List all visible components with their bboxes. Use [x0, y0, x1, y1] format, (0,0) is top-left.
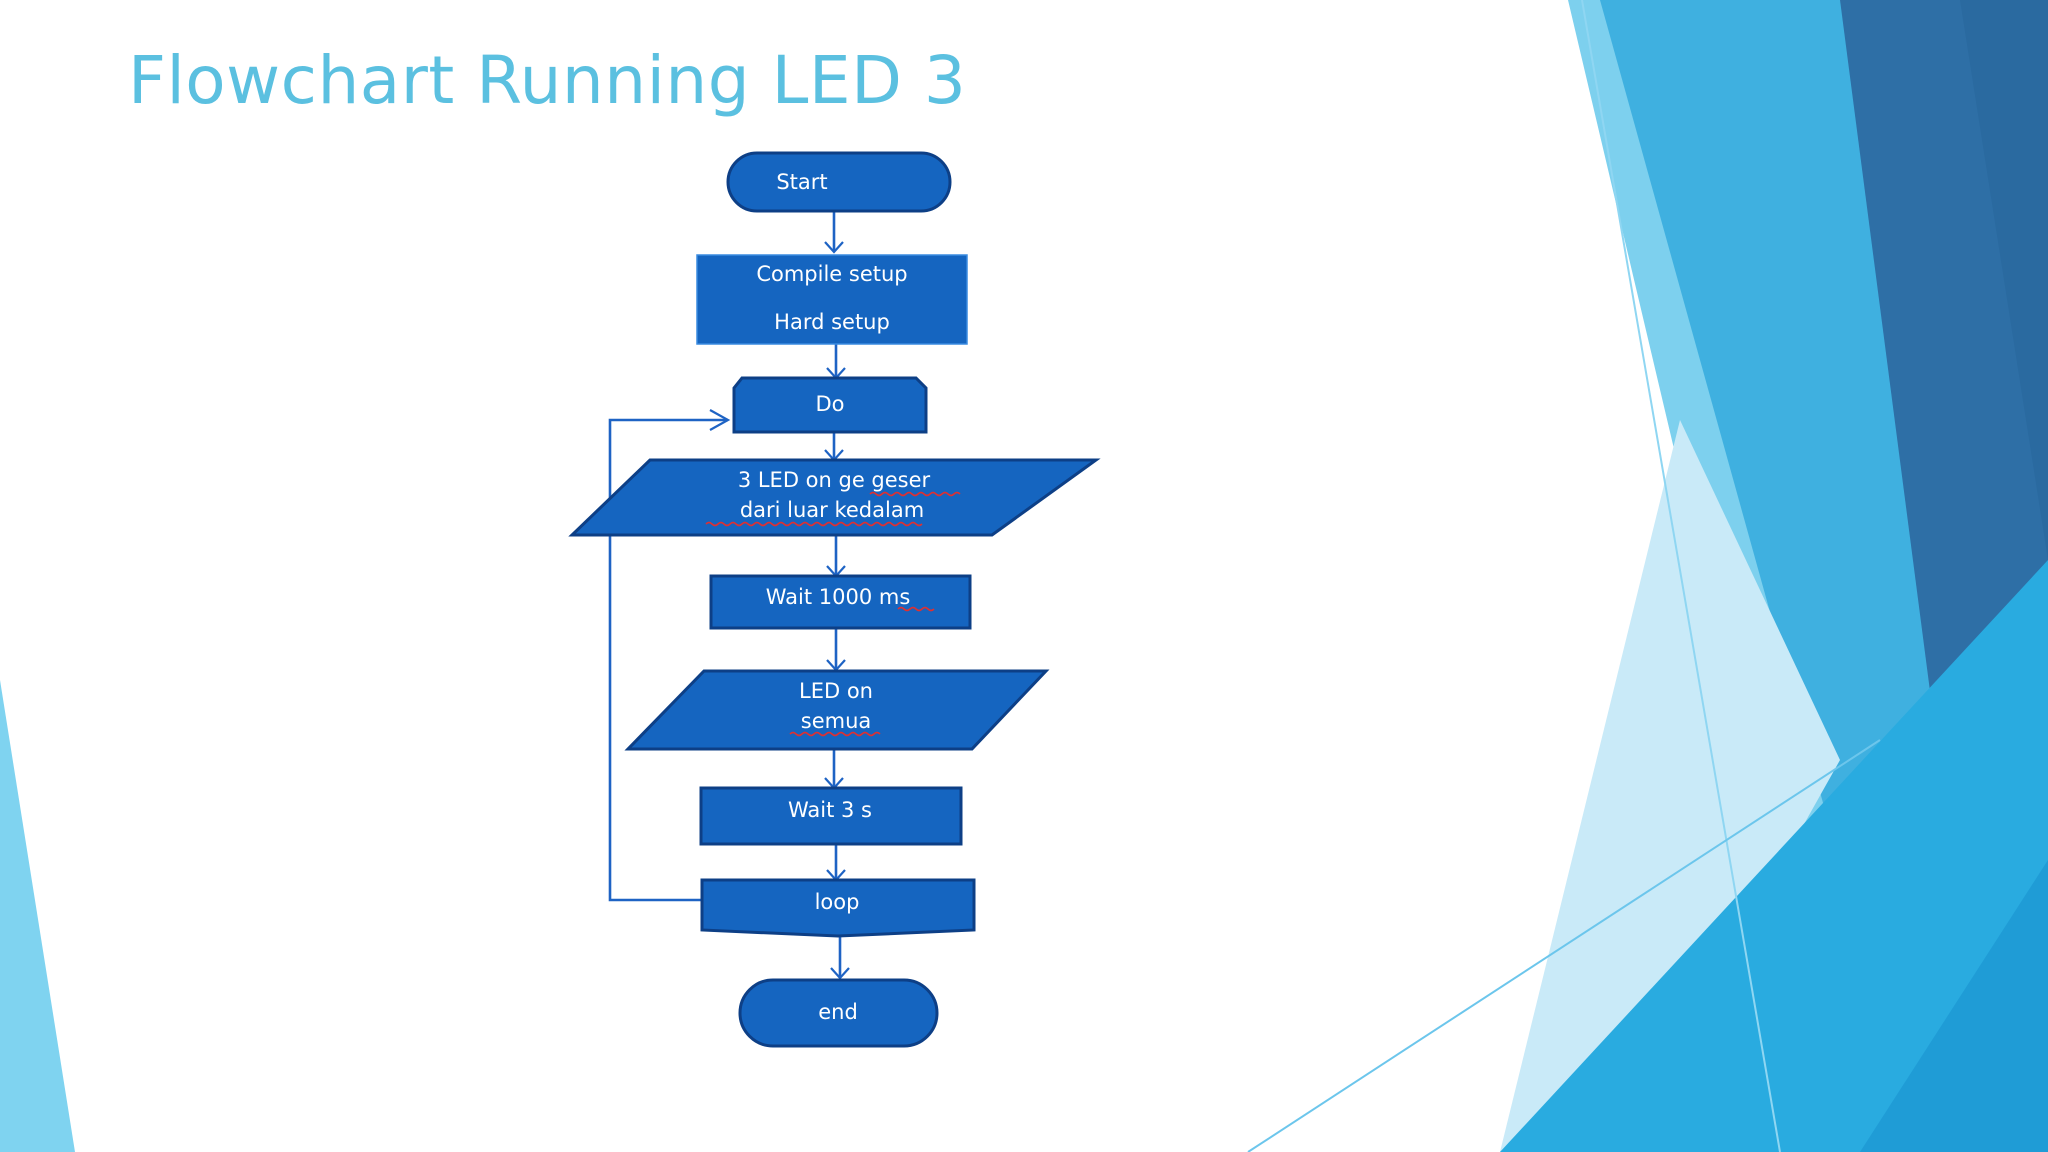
connector-loop-back-to-do	[608, 418, 728, 902]
spellcheck-underline	[705, 521, 923, 527]
loop-node: loop	[700, 878, 976, 938]
arrowhead	[709, 409, 731, 431]
accent-line-2	[1247, 739, 1881, 1152]
led-shift-label-line1: 3 LED on ge geser	[738, 468, 931, 492]
spellcheck-underline	[789, 731, 881, 737]
right-facet-pale	[1500, 420, 1840, 1152]
bottom-right-facet	[1500, 560, 2048, 1152]
left-facet	[0, 680, 75, 1152]
bottom-corner-facet	[1860, 860, 2048, 1152]
start-terminal-shape	[726, 151, 952, 213]
end-terminal-shape	[738, 978, 939, 1048]
arrowhead	[830, 967, 850, 980]
wait-3-node: Wait 3 s	[699, 786, 963, 846]
spellcheck-underline	[897, 606, 935, 612]
do-node: Do	[732, 376, 928, 434]
wait-1000-process-shape	[709, 574, 972, 630]
setup-process-shape	[696, 254, 968, 345]
slide-title: Flowchart Running LED 3	[128, 42, 967, 119]
spellcheck-underline	[869, 491, 961, 497]
end-label: end	[818, 1000, 858, 1024]
right-facet-darkest	[1960, 0, 2048, 560]
led-shift-node: 3 LED on ge geser dari luar kedalam	[568, 458, 1101, 537]
loop-label: loop	[815, 890, 860, 914]
led-all-label-line2: semua	[801, 709, 872, 733]
do-label: Do	[815, 392, 844, 416]
accent-line-1	[1581, 0, 1781, 1152]
wait-1000-label: Wait 1000 ms	[766, 585, 911, 609]
start-node: Start	[726, 151, 952, 213]
led-shift-io-shape	[568, 458, 1101, 537]
setup-node: Compile setup Hard setup	[696, 254, 968, 345]
start-label: Start	[776, 170, 827, 194]
wait-3-process-shape	[699, 786, 963, 846]
arrowhead	[824, 241, 844, 254]
led-shift-label-line2: dari luar kedalam	[740, 498, 924, 522]
setup-label-line2: Hard setup	[774, 310, 890, 334]
end-node: end	[738, 978, 939, 1048]
led-all-node: LED on semua	[624, 669, 1050, 751]
loop-limit-shape	[700, 878, 976, 938]
wait-1000-node: Wait 1000 ms	[709, 574, 972, 630]
wait-3-label: Wait 3 s	[788, 798, 872, 822]
led-all-io-shape	[624, 669, 1050, 751]
do-loop-limit-shape	[732, 376, 928, 434]
led-all-label-line1: LED on	[799, 679, 873, 703]
setup-label-line1: Compile setup	[756, 262, 907, 286]
